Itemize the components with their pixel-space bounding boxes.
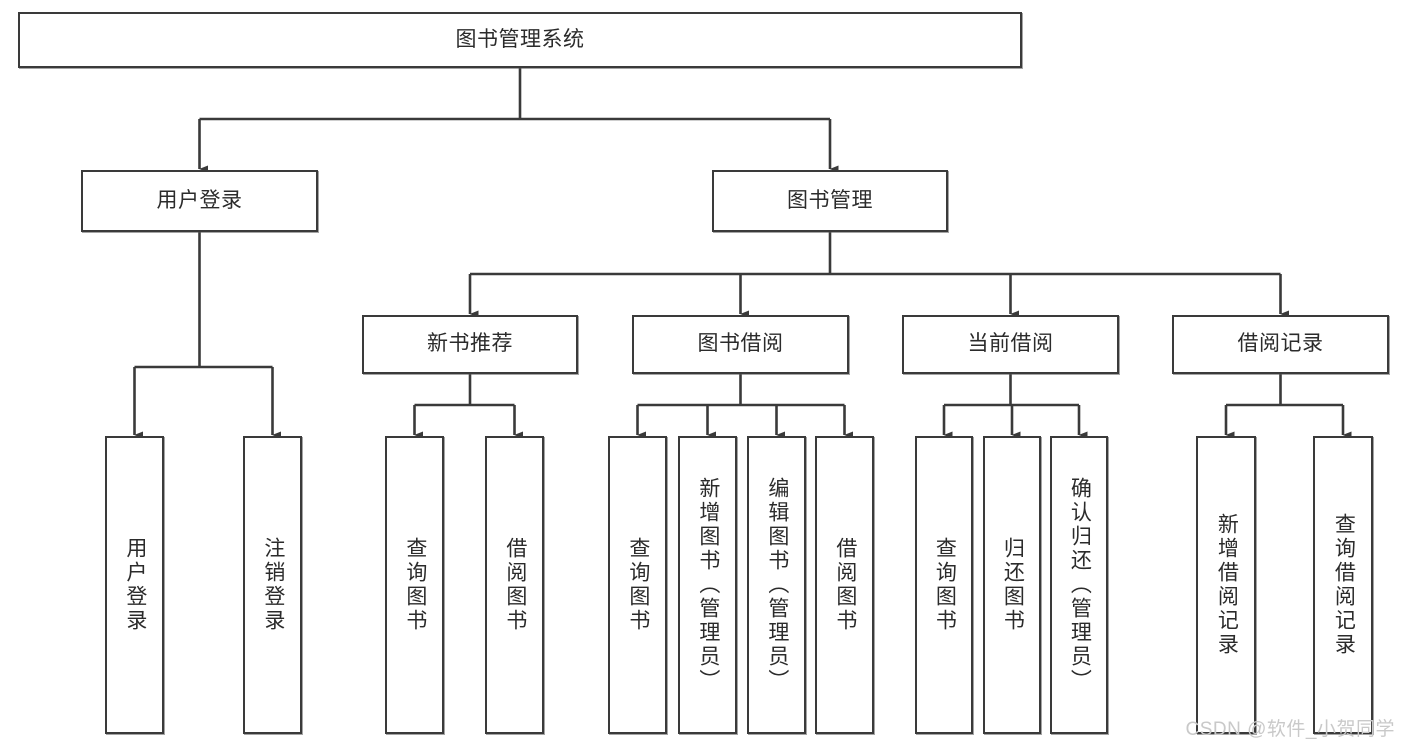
leaf-user-login[interactable]: 用户登录 (105, 436, 164, 734)
node-user-login[interactable]: 用户登录 (81, 170, 318, 232)
node-current-borrow[interactable]: 当前借阅 (902, 315, 1119, 374)
leaf-borrow-do-borrow[interactable]: 借阅图书 (815, 436, 874, 734)
leaf-recommend-borrow-book-label: 借阅图书 (503, 537, 527, 633)
leaf-borrow-do-borrow-label: 借阅图书 (833, 537, 857, 633)
leaf-current-confirm-return[interactable]: 确认归还（管理员） (1050, 436, 1108, 734)
node-borrow-record-label: 借阅记录 (1237, 332, 1324, 356)
leaf-record-search-label: 查询借阅记录 (1332, 513, 1356, 657)
node-new-book-recommend-label: 新书推荐 (427, 332, 513, 356)
leaf-recommend-query-book[interactable]: 查询图书 (385, 436, 444, 734)
leaf-user-logout[interactable]: 注销登录 (243, 436, 302, 734)
leaf-current-query-book[interactable]: 查询图书 (915, 436, 973, 734)
leaf-current-return-book[interactable]: 归还图书 (983, 436, 1041, 734)
node-book-manage-label: 图书管理 (787, 188, 873, 212)
node-root-label: 图书管理系统 (455, 27, 585, 51)
leaf-borrow-query-book-label: 查询图书 (626, 537, 650, 633)
leaf-record-search[interactable]: 查询借阅记录 (1313, 436, 1373, 734)
leaf-borrow-edit-book-label: 编辑图书（管理员） (765, 477, 789, 693)
leaf-record-add[interactable]: 新增借阅记录 (1196, 436, 1256, 734)
leaf-recommend-borrow-book[interactable]: 借阅图书 (485, 436, 544, 734)
leaf-record-add-label: 新增借阅记录 (1215, 513, 1239, 657)
leaf-current-query-book-label: 查询图书 (933, 537, 957, 633)
leaf-borrow-add-book-label: 新增图书（管理员） (696, 477, 720, 693)
node-borrow-record[interactable]: 借阅记录 (1172, 315, 1389, 374)
leaf-user-logout-label: 注销登录 (261, 537, 285, 633)
node-root[interactable]: 图书管理系统 (18, 12, 1022, 68)
leaf-recommend-query-book-label: 查询图书 (403, 537, 427, 633)
node-book-borrow[interactable]: 图书借阅 (632, 315, 849, 374)
leaf-user-login-label: 用户登录 (123, 537, 147, 633)
node-current-borrow-label: 当前借阅 (967, 332, 1054, 356)
node-new-book-recommend[interactable]: 新书推荐 (362, 315, 578, 374)
tree-connectors (133, 68, 1352, 439)
leaf-borrow-edit-book[interactable]: 编辑图书（管理员） (747, 436, 806, 734)
node-book-manage[interactable]: 图书管理 (712, 170, 948, 232)
leaf-current-confirm-return-label: 确认归还（管理员） (1068, 477, 1092, 693)
node-user-login-label: 用户登录 (156, 188, 243, 212)
leaf-borrow-query-book[interactable]: 查询图书 (608, 436, 667, 734)
leaf-borrow-add-book[interactable]: 新增图书（管理员） (678, 436, 737, 734)
watermark-text: CSDN @软件_小贺同学 (1185, 719, 1395, 740)
node-book-borrow-label: 图书借阅 (697, 332, 784, 356)
leaf-current-return-book-label: 归还图书 (1001, 537, 1025, 633)
